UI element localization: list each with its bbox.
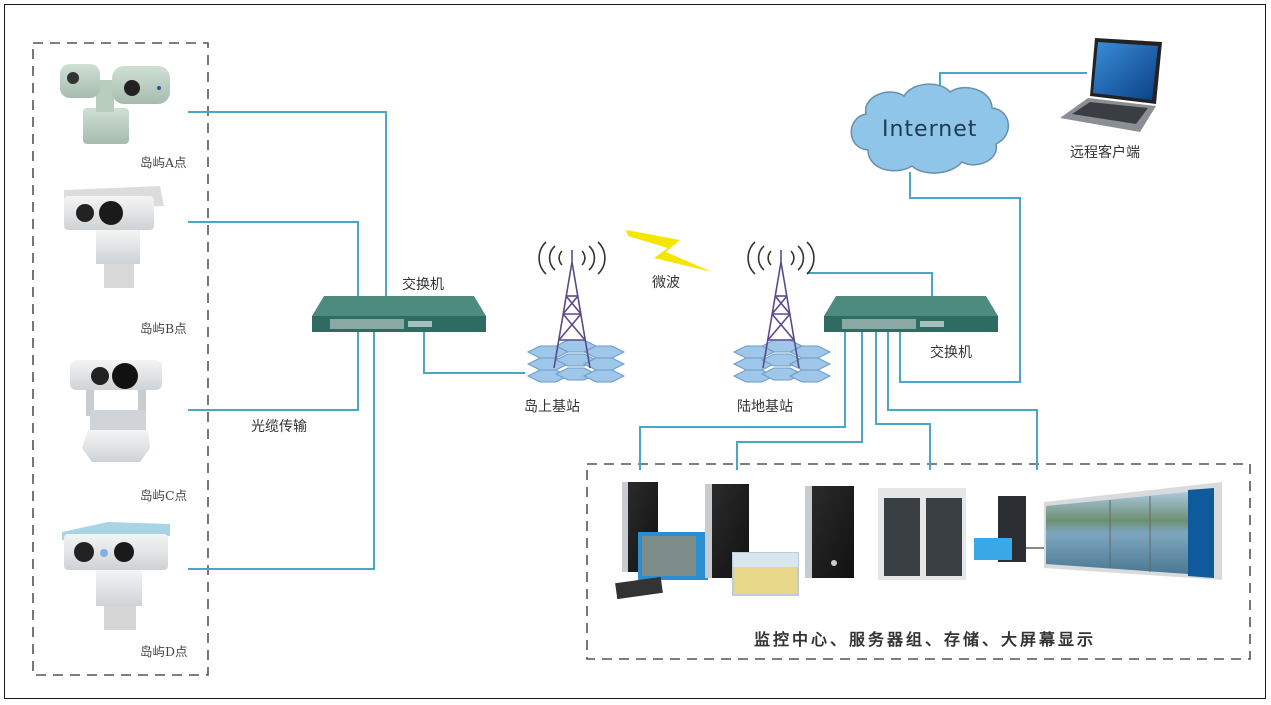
camera-b-label: 岛屿B点 (140, 321, 187, 336)
land-station-label: 陆地基站 (737, 399, 793, 415)
network-links (188, 72, 1087, 570)
internet-label: Internet (882, 117, 978, 142)
storage-rack-icon (878, 488, 966, 580)
monitor-screen-1-icon (615, 532, 708, 600)
link-switch-storage (875, 332, 931, 470)
diagram-frame (4, 4, 1266, 699)
island-station-label: 岛上基站 (524, 399, 580, 415)
microwave-lightning-icon (626, 230, 712, 272)
switch-land-icon (824, 296, 998, 332)
link-camera-c (188, 332, 359, 411)
camera-a-icon (60, 64, 170, 144)
camera-d-icon (62, 522, 170, 630)
link-switch-server-2 (736, 332, 863, 470)
link-switch-island-station (423, 332, 525, 374)
monitoring-center-border (586, 463, 1251, 660)
monitoring-center-label: 监控中心、服务器组、存储、大屏幕显示 (754, 630, 1097, 649)
microwave-label: 微波 (652, 275, 680, 291)
internet-cloud-icon (850, 83, 1010, 174)
link-camera-a (188, 111, 387, 296)
remote-laptop-icon (1060, 38, 1162, 132)
fiber-transmission-label: 光缆传输 (251, 419, 307, 435)
workstation-icon (974, 496, 1046, 562)
server-tower-3-icon (805, 486, 854, 578)
land-tower-icon (732, 241, 832, 383)
camera-c-icon (70, 360, 162, 462)
remote-client-label: 远程客户端 (1070, 145, 1140, 161)
link-camera-b (188, 221, 359, 296)
camera-b-icon (64, 186, 164, 288)
map-screen-icon (732, 552, 799, 596)
link-switch-internet (899, 172, 1021, 383)
camera-a-label: 岛屿A点 (140, 155, 187, 170)
island-tower-icon (526, 241, 626, 383)
camera-c-label: 岛屿C点 (140, 488, 188, 503)
camera-group-border (32, 42, 209, 676)
link-switch-server-1 (639, 332, 846, 470)
switch-island-label: 交换机 (402, 277, 444, 293)
camera-d-label: 岛屿D点 (140, 644, 188, 659)
link-switch-videowall (887, 332, 1038, 470)
video-wall-icon (1044, 482, 1222, 580)
switch-land-label: 交换机 (930, 345, 972, 361)
switch-island-icon (312, 296, 486, 332)
link-camera-d (188, 332, 375, 570)
